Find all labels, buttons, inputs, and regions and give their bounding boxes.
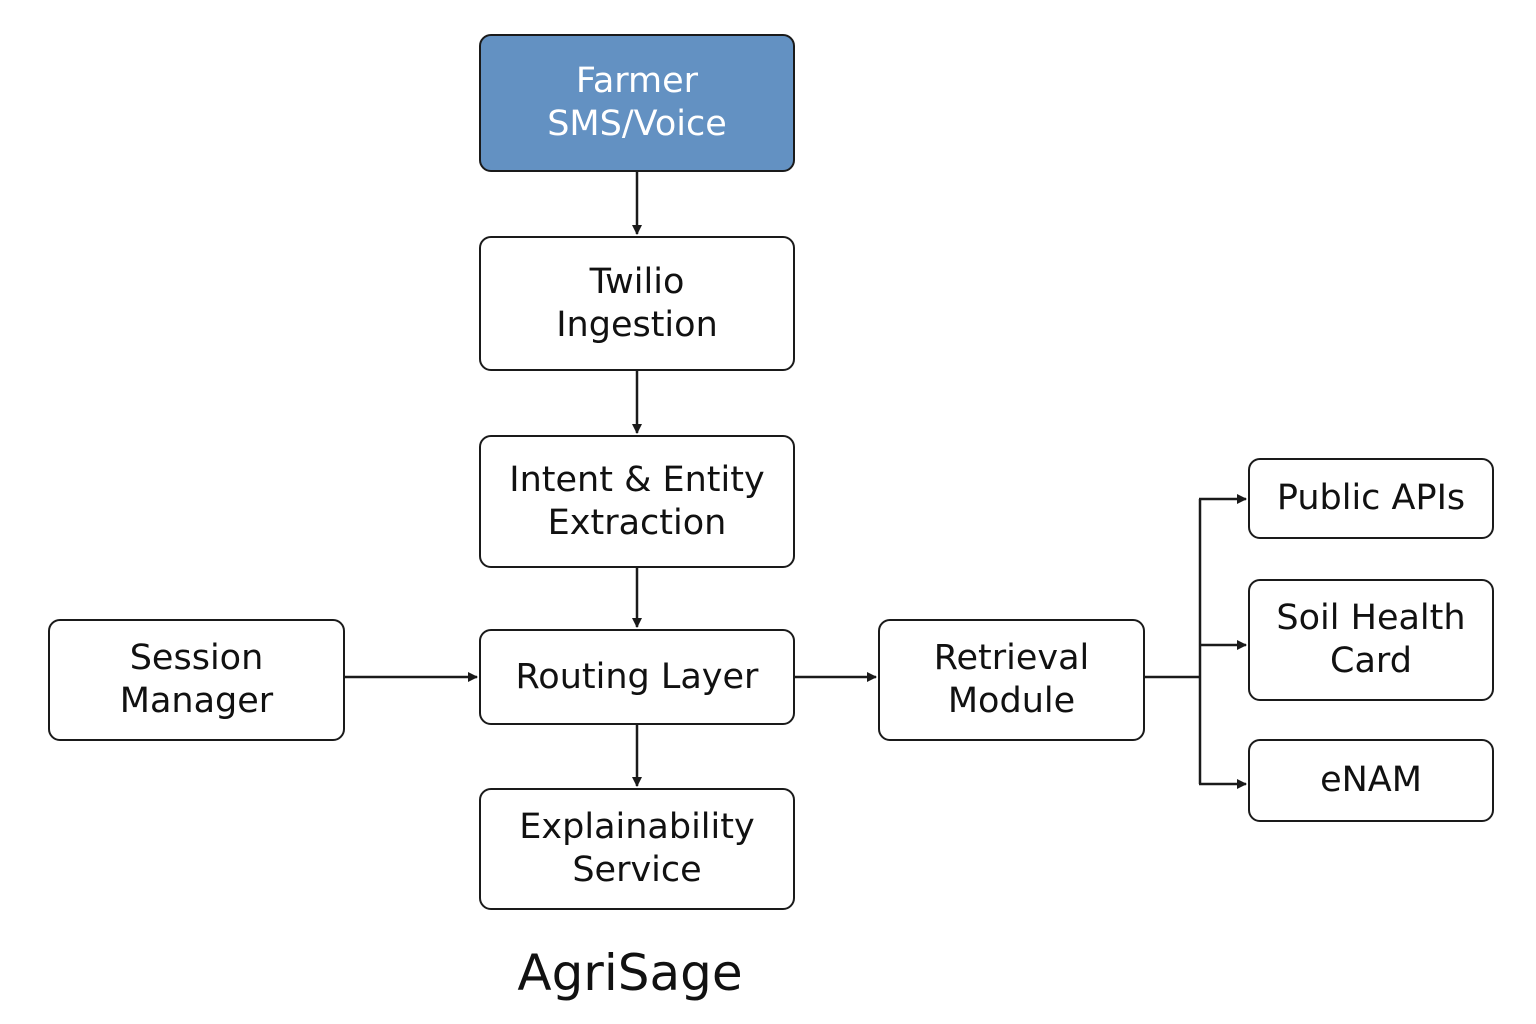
twilio-ingestion-node: Twilio Ingestion xyxy=(479,236,795,371)
node-label-line: Session xyxy=(129,638,264,678)
node-label-line: Soil Health xyxy=(1276,598,1466,638)
enam-node: eNAM xyxy=(1248,739,1494,822)
node-label-line: Ingestion xyxy=(556,304,718,345)
session-manager-node: Session Manager xyxy=(48,619,345,741)
node-label-line: SMS/Voice xyxy=(547,104,727,144)
routing-layer-node: Routing Layer xyxy=(479,629,795,725)
node-label-line: Public APIs xyxy=(1276,478,1466,518)
node-label-line: Manager xyxy=(119,681,274,721)
node-label-line: Intent & Entity xyxy=(509,459,765,500)
node-label-line: Explainability xyxy=(519,807,755,847)
node-label-line: Twilio xyxy=(589,261,685,302)
node-label-line: Routing Layer xyxy=(515,656,759,697)
farmer-sms-voice-node: Farmer SMS/Voice xyxy=(479,34,795,172)
soil-health-card-node: Soil Health Card xyxy=(1248,579,1494,701)
diagram-title: AgriSage xyxy=(517,944,743,1002)
explainability-service-node: Explainability Service xyxy=(479,788,795,910)
node-label-line: eNAM xyxy=(1320,760,1422,800)
node-label-line: Module xyxy=(947,681,1076,721)
intent-entity-extraction-node: Intent & Entity Extraction xyxy=(479,435,795,568)
node-label-line: Retrieval xyxy=(933,638,1090,678)
node-label-line: Extraction xyxy=(547,502,727,543)
retrieval-module-node: Retrieval Module xyxy=(878,619,1145,741)
node-label-line: Farmer xyxy=(575,61,699,101)
node-label-line: Service xyxy=(572,850,702,890)
node-label-line: Card xyxy=(1330,641,1412,681)
public-apis-node: Public APIs xyxy=(1248,458,1494,539)
